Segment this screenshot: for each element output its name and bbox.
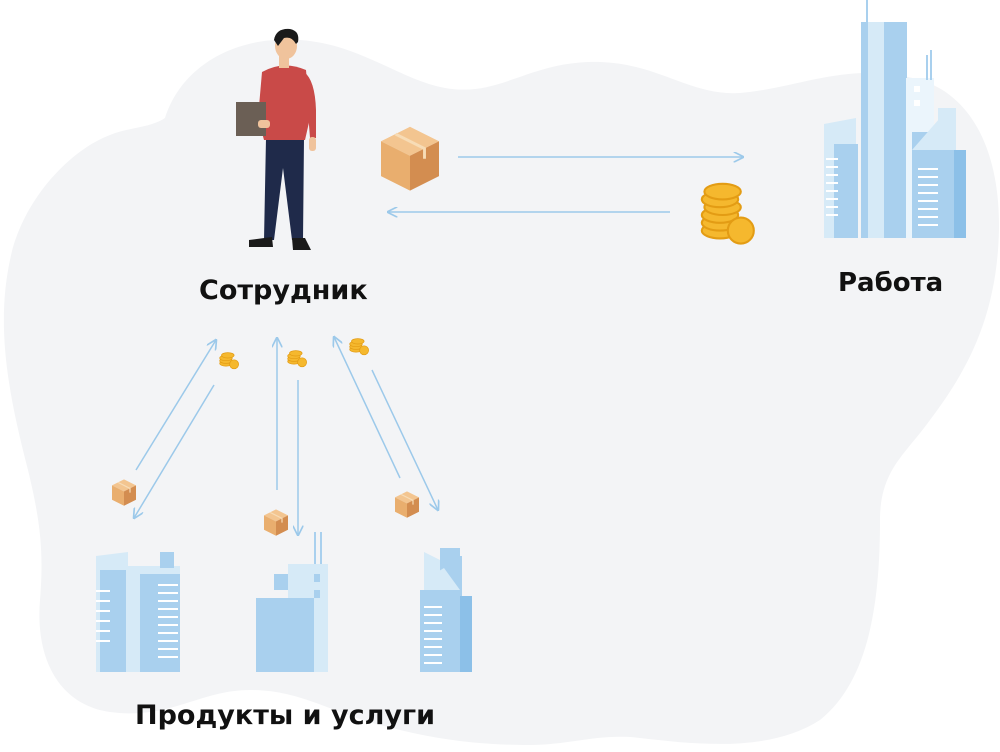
background-cloud — [3, 39, 1000, 746]
product-building-right — [420, 548, 472, 672]
employee-label: Сотрудник — [199, 275, 368, 306]
work-label: Работа — [838, 268, 944, 298]
product-arrows — [134, 337, 438, 535]
products-label: Продукты и услуги — [135, 700, 435, 731]
product-building-left — [96, 552, 180, 672]
employee-figure — [236, 28, 316, 250]
work-coins-icon — [700, 182, 755, 245]
product-building-middle — [256, 532, 328, 672]
work-buildings — [824, 0, 966, 238]
